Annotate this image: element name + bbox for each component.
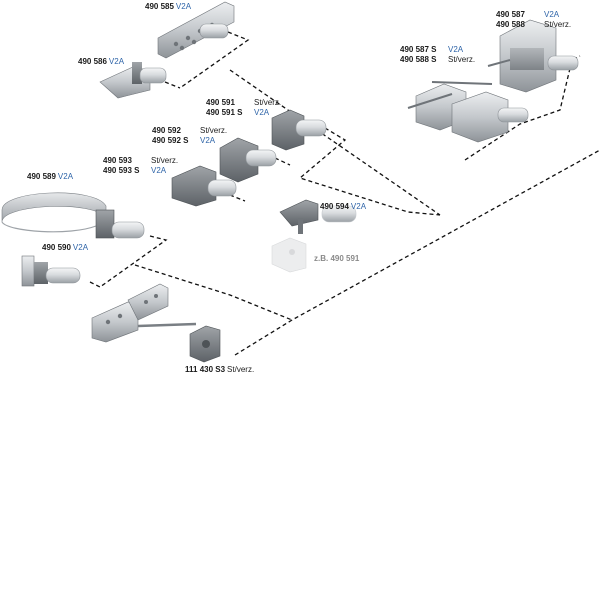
- code: 490 587: [496, 10, 525, 19]
- part-490587s: [407, 81, 529, 143]
- label-490591: 490 591 St/verz. 490 591 S V2A: [206, 98, 281, 118]
- part-490590: [21, 255, 81, 287]
- material: V2A: [200, 136, 216, 145]
- code: 111 430 S3: [185, 365, 226, 374]
- connector-lines: [89, 31, 600, 356]
- line-main-lower: [134, 264, 293, 321]
- line-490585: [179, 31, 250, 89]
- material: V2A: [151, 166, 167, 175]
- code: 490 592 S: [152, 136, 189, 145]
- line-490590: [89, 281, 101, 288]
- code: 490 588: [496, 20, 525, 29]
- label-490592: 490 592 St/verz. 490 592 S V2A: [152, 126, 227, 146]
- code: 490 588 S: [400, 55, 437, 64]
- material: V2A: [448, 45, 464, 54]
- material: V2A: [175, 2, 192, 11]
- code: 490 591 S: [206, 108, 243, 117]
- material: V2A: [57, 172, 74, 181]
- code: 490 585: [145, 2, 174, 11]
- line-main-upper: [229, 69, 441, 216]
- code: 490 589: [27, 172, 56, 181]
- part-reference-490591: [271, 237, 307, 273]
- material: V2A: [350, 202, 367, 211]
- code: 490 591: [206, 98, 235, 107]
- material: St/verz.: [254, 98, 282, 107]
- part-490585: [157, 1, 235, 59]
- material: St/verz.: [544, 20, 572, 29]
- material: St/verz.: [448, 55, 476, 64]
- material: V2A: [108, 57, 125, 66]
- code: 490 593 S: [103, 166, 140, 175]
- material: St/verz.: [151, 156, 179, 165]
- part-111430: [91, 283, 221, 363]
- material: V2A: [254, 108, 270, 117]
- code: 490 592: [152, 126, 181, 135]
- material: V2A: [72, 243, 89, 252]
- part-490589: [1, 192, 145, 239]
- material: St/verz.: [200, 126, 228, 135]
- material: St/verz.: [227, 365, 255, 374]
- part-490586: [99, 62, 167, 99]
- line-490593: [229, 194, 246, 202]
- code: 490 590: [42, 243, 71, 252]
- code: 490 586: [78, 57, 107, 66]
- label-490593: 490 593 St/verz. 490 593 S V2A: [103, 156, 178, 176]
- part-490587: [487, 19, 579, 93]
- code: 490 594: [320, 202, 349, 211]
- line-111430: [234, 149, 600, 356]
- part-490591: [271, 109, 327, 151]
- part-490593: [171, 165, 237, 207]
- line-490592: [274, 157, 291, 166]
- line-490586: [164, 81, 181, 89]
- line-490591: [298, 127, 441, 216]
- label-490587s: 490 587 S V2A 490 588 S St/verz.: [400, 45, 475, 65]
- material: V2A: [544, 10, 560, 19]
- label-reference: z.B. 490 591: [314, 254, 360, 263]
- label-490587: 490 587 V2A 490 588 St/verz.: [496, 10, 571, 30]
- code: 490 587 S: [400, 45, 437, 54]
- line-490589: [99, 235, 168, 288]
- part-490594: [279, 199, 357, 234]
- part-490592: [219, 137, 277, 183]
- code: 490 593: [103, 156, 132, 165]
